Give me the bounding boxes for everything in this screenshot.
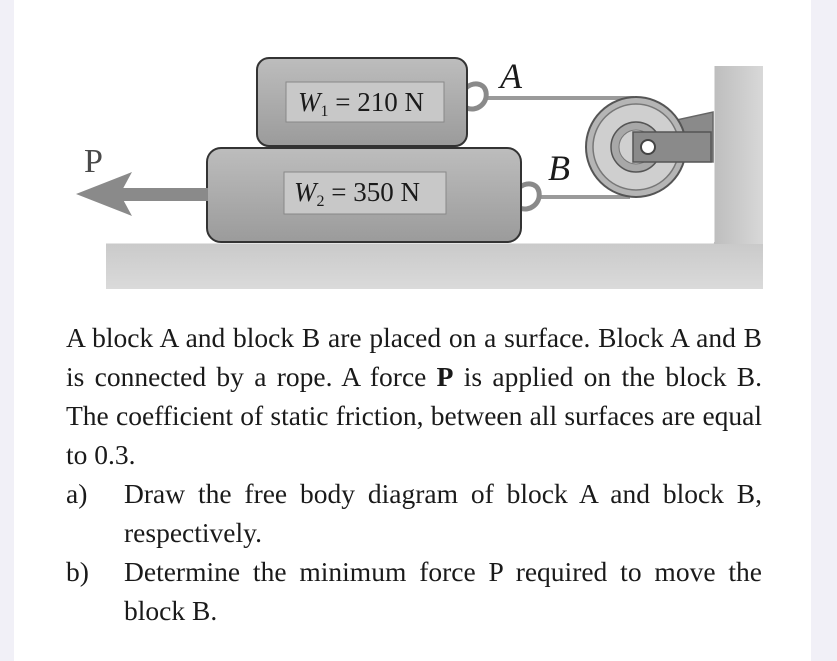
statement-part-2: is applied on the block B. The coefficie… (66, 361, 762, 470)
block-w2-label: W (294, 177, 319, 207)
question-b-label: b) (66, 556, 89, 587)
question-b: b) Determine the minimum force P require… (66, 552, 762, 630)
hook-a (464, 81, 489, 112)
question-a: a) Draw the free body diagram of block A… (66, 474, 762, 552)
ground-surface (106, 241, 763, 289)
pulley-arm (632, 131, 712, 163)
block-w1-value: = 210 N (329, 87, 424, 117)
svg-text:W1 = 210 N: W1 = 210 N (298, 87, 424, 120)
problem-statement: A block A and block B are placed on a su… (66, 318, 762, 474)
mechanics-figure: W1 = 210 N W2 = 350 N P A B (76, 56, 763, 289)
wall (713, 66, 763, 244)
question-b-text: Determine the minimum force P required t… (124, 556, 762, 626)
svg-text:W2 = 350 N: W2 = 350 N (294, 177, 420, 210)
block-w1-sub: 1 (321, 103, 329, 120)
rope-label-a: A (498, 56, 523, 96)
pulley-axle (640, 139, 656, 155)
block-w2-sub: 2 (317, 193, 325, 210)
block-w2-value: = 350 N (325, 177, 420, 207)
question-a-text: Draw the free body diagram of block A an… (124, 478, 762, 548)
problem-text: A block A and block B are placed on a su… (66, 318, 762, 630)
force-arrow-p (76, 172, 208, 216)
block-w1-label: W (298, 87, 323, 117)
question-a-label: a) (66, 478, 88, 509)
rope-label-b: B (548, 148, 570, 188)
hook-b (517, 181, 542, 212)
force-label-p: P (84, 143, 103, 180)
statement-part-1: A block A and block B are placed on a su… (66, 322, 762, 392)
statement-bold-p: P (436, 361, 454, 392)
